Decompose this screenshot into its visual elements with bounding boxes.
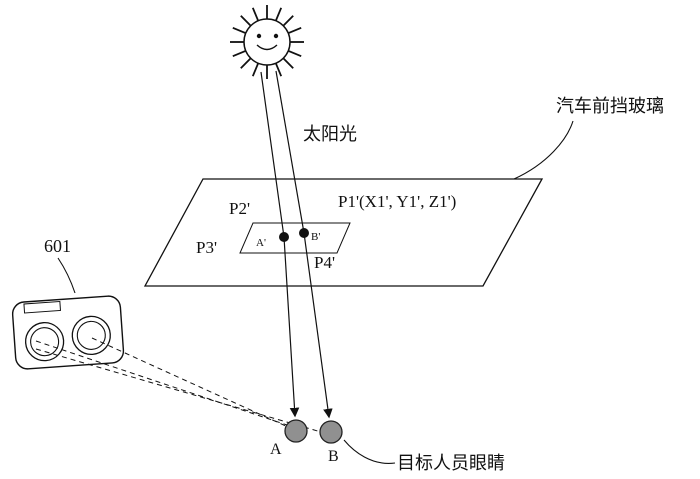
eye-a-circle — [284, 419, 308, 443]
sunlight-label: 太阳光 — [303, 124, 357, 144]
a-prime-label: A' — [256, 237, 266, 249]
eye-b-label: B — [328, 448, 339, 465]
camera-lens-right-inner — [76, 320, 106, 350]
sun-ray-to-eye-b — [275, 70, 333, 419]
camera-device — [11, 295, 125, 370]
eyes-label: 目标人员眼睛 — [397, 453, 505, 473]
sun-ray-to-eye-a — [260, 71, 300, 418]
device-leader-line — [57, 257, 76, 294]
p2-label: P2' — [229, 199, 250, 218]
sun-ray — [282, 15, 294, 27]
device-number-label: 601 — [44, 236, 71, 256]
sun-ray — [232, 26, 247, 35]
sun-ray — [251, 62, 260, 77]
sun — [230, 5, 304, 79]
sun-ray — [287, 26, 302, 35]
sun-ray — [251, 7, 260, 22]
sun-ray — [232, 49, 247, 58]
sight-line — [35, 348, 322, 433]
sun-body — [243, 18, 291, 66]
b-prime-label: B' — [311, 231, 320, 243]
p1-label: P1'(X1', Y1', Z1') — [338, 192, 456, 211]
windshield-leader-line — [513, 120, 574, 180]
windshield-label: 汽车前挡玻璃 — [556, 96, 664, 116]
sun-ray — [274, 7, 283, 22]
eyes-leader-line — [343, 439, 396, 464]
sun-ray — [274, 62, 283, 77]
eye-b-circle — [319, 420, 343, 444]
p3-label: P3' — [196, 238, 217, 257]
sun-ray — [287, 49, 302, 58]
sight-line — [35, 340, 288, 426]
sight-lines — [35, 337, 322, 433]
camera-viewfinder — [23, 300, 62, 314]
p4-label: P4' — [314, 253, 335, 272]
sun-rays — [230, 5, 304, 79]
sun-eye-right — [273, 33, 279, 39]
camera-lens-left-inner — [30, 327, 60, 357]
eye-a-label: A — [270, 441, 282, 458]
projection-region — [239, 222, 351, 254]
sun-ray — [240, 57, 252, 69]
sun-smile — [256, 44, 278, 51]
sun-eye-left — [256, 33, 262, 39]
sun-ray — [240, 15, 252, 27]
sun-ray — [282, 57, 294, 69]
